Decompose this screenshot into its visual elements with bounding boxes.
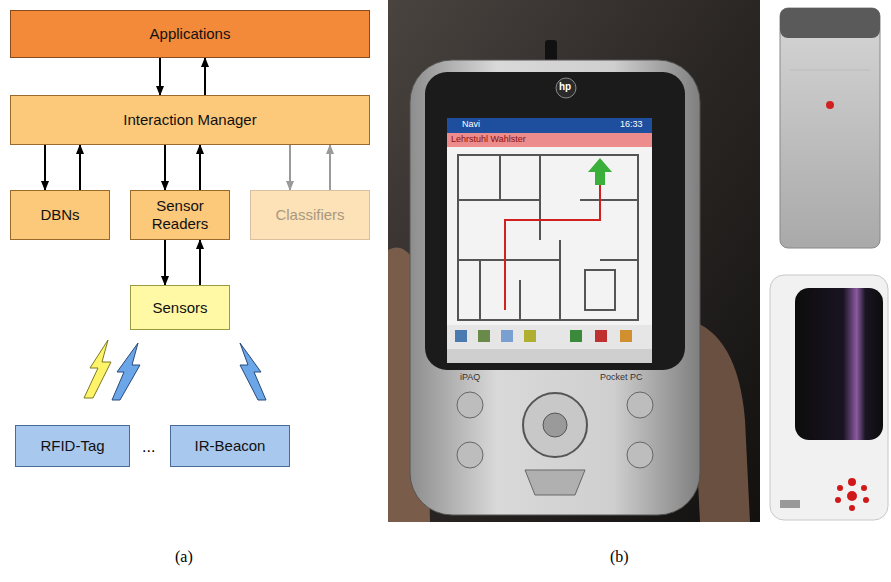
box-text: Classifiers	[275, 206, 344, 224]
signal-bolt	[240, 343, 266, 400]
pda-screen	[447, 118, 652, 363]
component-box: Sensor Readers	[130, 190, 230, 240]
logo-badge	[556, 78, 576, 98]
box-text: DBNs	[40, 206, 79, 224]
menu-bar	[447, 349, 652, 363]
toolbar-icons	[455, 330, 632, 342]
box-text: Sensors	[152, 299, 207, 317]
title-bar	[447, 118, 652, 133]
pda-bezel	[425, 72, 685, 370]
flow-arrow	[199, 240, 201, 285]
layer-box: Interaction Manager	[10, 95, 370, 145]
layer-box: Applications	[10, 10, 370, 58]
box-text: Interaction Manager	[123, 111, 256, 129]
flow-arrow	[329, 145, 331, 190]
pda-body	[410, 60, 700, 515]
device-box: IR-Beacon	[170, 425, 290, 467]
ellipsis: ...	[142, 438, 155, 456]
pda-button	[627, 392, 653, 418]
rfid-reader	[780, 8, 880, 248]
fingerprint-sensor	[525, 470, 585, 495]
reader-ridge	[790, 70, 870, 150]
brand-logo: hp	[559, 81, 571, 92]
floor-plan	[458, 155, 638, 320]
sensor-box: Sensors	[130, 285, 230, 330]
subfigure-label: (b)	[610, 548, 629, 566]
flow-arrow	[44, 145, 46, 190]
status-bar	[447, 133, 652, 147]
clock-text: 16:33	[620, 120, 643, 130]
ir-logo	[835, 478, 869, 511]
location-text: Lehrstuhl Wahlster	[451, 135, 526, 145]
box-text: IR-Beacon	[195, 437, 266, 455]
flow-arrow	[289, 145, 291, 190]
ir-window	[795, 288, 883, 440]
flow-arrow	[79, 145, 81, 190]
ir-receiver	[770, 275, 888, 520]
rfid-reader	[780, 8, 880, 38]
pda-button	[627, 442, 653, 468]
navigation-pad	[543, 413, 567, 437]
flow-arrow	[164, 240, 166, 285]
pda-button	[457, 392, 483, 418]
model-text: iPAQ	[460, 373, 480, 383]
toolbar	[447, 325, 652, 349]
signal-bolt	[84, 340, 111, 398]
flow-arrow	[204, 58, 206, 95]
flow-arrow	[199, 145, 201, 190]
model-text: Pocket PC	[600, 373, 643, 383]
subfigure-label: (a)	[175, 548, 193, 566]
direction-arrow	[588, 158, 612, 185]
reader-led	[826, 101, 834, 109]
box-text: Applications	[150, 25, 231, 43]
box-text: RFID-Tag	[40, 437, 104, 455]
device-box: RFID-Tag	[15, 425, 130, 467]
brand-mark	[780, 500, 800, 508]
pda-button	[457, 442, 483, 468]
navigation-pad	[523, 393, 587, 457]
window-title: Navi	[462, 120, 480, 130]
component-box: Classifiers	[250, 190, 370, 240]
flow-arrow	[164, 145, 166, 190]
flow-arrow	[159, 58, 161, 95]
component-box: DBNs	[10, 190, 110, 240]
route-line	[505, 175, 600, 310]
signal-bolt	[112, 343, 140, 400]
photo-background	[388, 0, 760, 522]
box-text: Sensor Readers	[137, 197, 223, 233]
